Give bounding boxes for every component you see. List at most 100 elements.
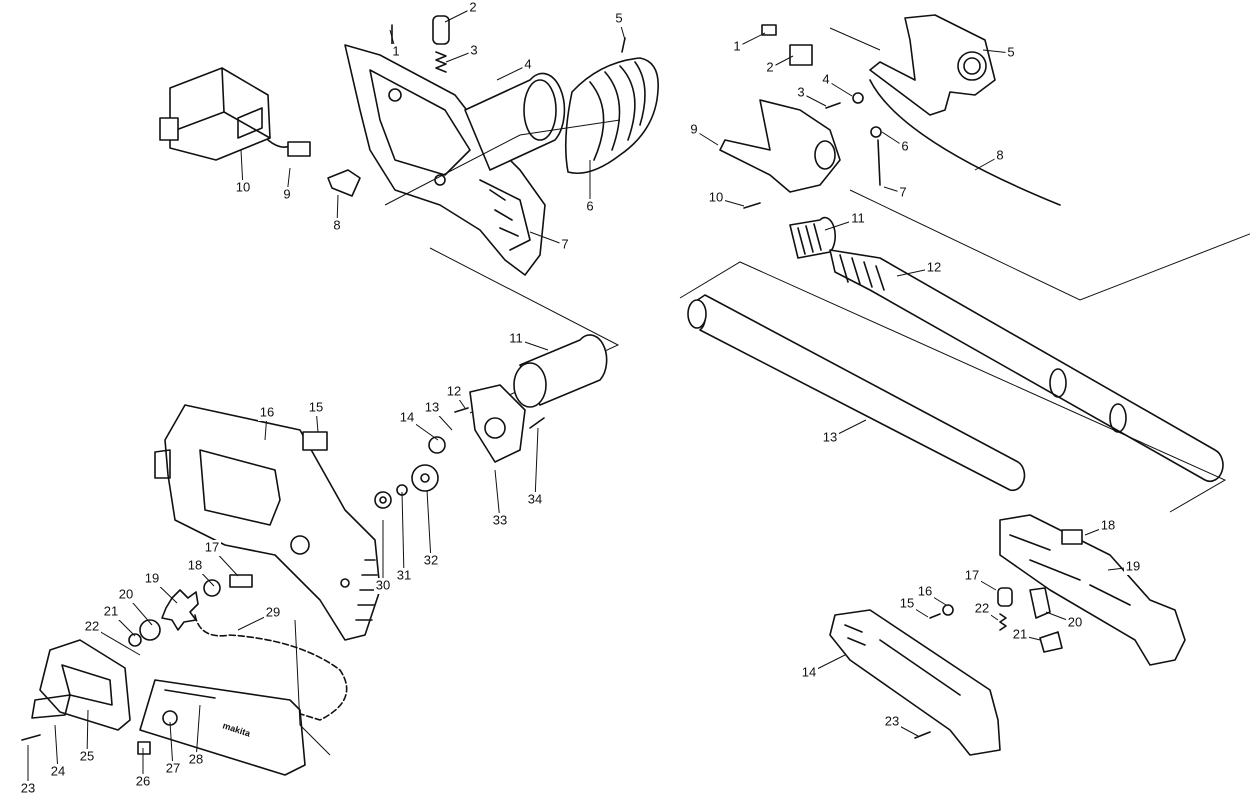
callout-label: 18 (1101, 517, 1115, 532)
callout-label-bg (1099, 518, 1117, 534)
callout-label-bg (1066, 615, 1084, 631)
callout-label-bg (963, 568, 981, 584)
grip-half-left (829, 609, 1001, 756)
switch-button (789, 44, 813, 66)
callout-label: 28 (189, 751, 203, 766)
callout-label: 7 (561, 236, 568, 251)
callout-label: 9 (690, 121, 697, 136)
callout-label: 14 (802, 664, 816, 679)
callout-label: 13 (425, 399, 439, 414)
callout-label: 15 (900, 595, 914, 610)
callout-label-bg (821, 430, 839, 446)
small-cap (761, 24, 777, 36)
group-d-grip-housing (829, 514, 1186, 756)
group-a-motor-housing (159, 15, 659, 414)
callout-label-bg (422, 553, 440, 569)
trigger-cap (997, 587, 1013, 607)
callout-label-bg (187, 752, 205, 768)
callout-label-bg (445, 384, 463, 400)
callout-label-bg (398, 410, 416, 426)
callout-label-bg (559, 237, 571, 253)
retaining-ring (128, 633, 142, 647)
upper-pole (829, 249, 1224, 483)
callout-label: 22 (975, 600, 989, 615)
callout-label: 17 (965, 567, 979, 582)
callout-label-bg (143, 571, 161, 587)
callout-label: 29 (266, 604, 280, 619)
callout-label: 33 (493, 512, 507, 527)
callout-label: 30 (376, 577, 390, 592)
callout-label: 4 (822, 71, 829, 86)
callout-label: 18 (188, 557, 202, 572)
callout-label-bg (49, 764, 67, 780)
callout-label-bg (78, 749, 96, 765)
battery-pack (159, 67, 271, 161)
callout-label-bg (764, 60, 776, 76)
bar-nut (137, 741, 151, 755)
callout-label-bg (102, 604, 120, 620)
callout-label: 5 (1007, 44, 1014, 59)
callout-label: 7 (899, 184, 906, 199)
callout-label-bg (83, 619, 101, 635)
grip-switch (1061, 529, 1083, 545)
callout-label: 10 (709, 189, 723, 204)
callout-label-bg (395, 568, 413, 584)
callout-label: 19 (145, 570, 159, 585)
callout-label: 20 (1068, 614, 1082, 629)
leader-line (494, 469, 501, 522)
callout-label: 19 (1126, 558, 1140, 573)
callout-label-bg (731, 39, 743, 55)
callout-label: 4 (524, 56, 531, 71)
switch-clip (327, 169, 361, 197)
sprocket-cover (31, 639, 131, 731)
callout-label-bg (423, 400, 441, 416)
sprocket-washer (203, 579, 221, 597)
callout-label: 26 (136, 773, 150, 788)
callout-label: 32 (424, 552, 438, 567)
callout-label-bg (203, 540, 221, 556)
bearing (374, 491, 392, 509)
callout-label: 8 (996, 147, 1003, 162)
callout-label: 2 (469, 0, 476, 14)
callout-label-bg (994, 148, 1006, 164)
callout-label: 10 (236, 179, 250, 194)
callout-label: 22 (85, 618, 99, 633)
callout-label: 11 (509, 330, 523, 345)
callout-label: 12 (927, 259, 941, 274)
callout-label: 34 (528, 491, 542, 506)
callout-label-bg (688, 122, 700, 138)
callout-label-bg (973, 601, 991, 617)
terminal-connector (267, 139, 311, 157)
lock-washer (870, 126, 882, 138)
callout-label-bg (1011, 627, 1029, 643)
callout-label: 23 (21, 780, 35, 795)
callout-label: 27 (166, 760, 180, 775)
leader-line (426, 489, 432, 562)
guide-bar: makita (139, 679, 306, 776)
grip-half-right (999, 514, 1186, 666)
callout-label: 1 (733, 38, 740, 53)
callout-label-bg (331, 218, 343, 234)
callout-label-bg (1005, 45, 1017, 61)
leader-line (534, 427, 539, 501)
callout-label-bg (281, 187, 293, 203)
callout-label-bg (468, 43, 480, 59)
callout-label-bg (820, 72, 832, 88)
callout-label: 3 (470, 42, 477, 57)
leader-line (401, 491, 405, 577)
callout-label: 15 (309, 399, 323, 414)
trigger-lever (1029, 587, 1051, 619)
callout-label: 8 (333, 217, 340, 232)
callout-label-bg (186, 558, 204, 574)
callout-label-bg (898, 596, 916, 612)
callout-label-bg (899, 139, 911, 155)
callout-label-bg (467, 0, 479, 16)
lower-pole (687, 294, 1026, 492)
callout-label-bg (1124, 559, 1142, 575)
callout-label-bg (707, 190, 725, 206)
gear-plate (469, 384, 526, 463)
callout-label: 2 (766, 59, 773, 74)
callout-label: 5 (615, 10, 622, 25)
lock-collar (789, 216, 836, 259)
terminal (1039, 631, 1063, 653)
